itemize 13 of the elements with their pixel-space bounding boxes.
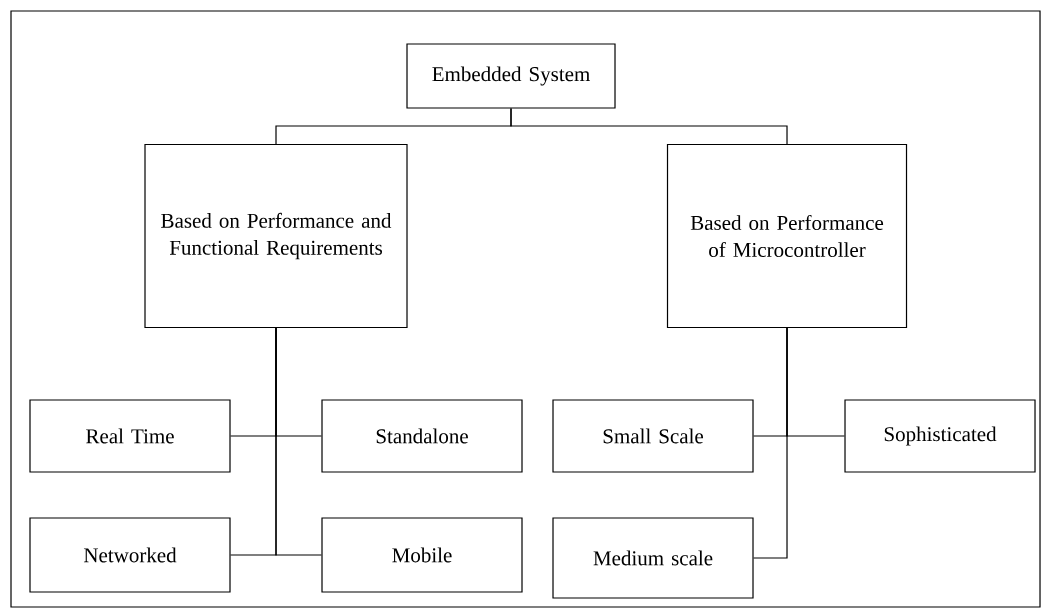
category-box: Standalone — [321, 399, 523, 473]
category-box: Networked — [29, 517, 231, 593]
connector-line — [510, 108, 788, 145]
category-box: Real Time — [29, 399, 231, 473]
category-box: Mobile — [321, 517, 523, 593]
category-box: Based on Performance and Functional Requirements — [144, 143, 408, 329]
connector-line — [275, 327, 322, 556]
category-box: Based on Performance of Microcontroller — [666, 143, 908, 329]
category-box: Small Scale — [552, 399, 754, 473]
category-box: Medium scale — [552, 517, 754, 599]
category-box: Sophisticated — [844, 399, 1036, 473]
category-box: Embedded System — [406, 43, 616, 109]
connector-line — [753, 327, 788, 559]
